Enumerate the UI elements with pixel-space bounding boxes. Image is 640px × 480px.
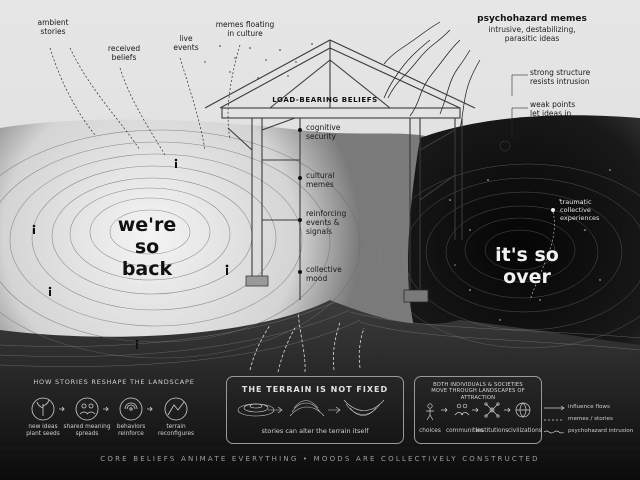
lowland-terrain (0, 300, 640, 480)
legend-influence-flows: influence flows (568, 404, 610, 410)
trauma-path (529, 211, 555, 301)
strong-structure-note: strong structure resists intrusion (530, 68, 591, 86)
attractor-civilizations: civilizations (508, 428, 542, 434)
reinforcing-events-label: reinforcing events & signals (306, 209, 347, 236)
upward-influence-arrows (249, 311, 365, 373)
callout-lines (511, 74, 528, 138)
terrain-mini-landscapes (237, 399, 385, 417)
structure-checkpoints (298, 128, 302, 274)
terrain-not-fixed-title: THE TERRAIN IS NOT FIXED (241, 385, 389, 394)
legend-psychohazard-intrusion: psychohazard intrusion (568, 428, 634, 434)
influence-flows (49, 44, 241, 156)
ambient-stories-label: ambient stories (37, 18, 69, 36)
attraction-title: BOTH INDIVIDUALS & SOCIETIES MOVE THROUG… (431, 382, 525, 401)
memes-floating-label: memes floating in culture (215, 20, 275, 38)
psychohazard-description: intrusive, destabilizing, parasitic idea… (488, 25, 576, 43)
trauma-marker (551, 208, 555, 212)
dark-contours (379, 163, 640, 349)
footer-tagline: CORE BELIEFS ANIMATE EVERYTHING • MOODS … (100, 455, 540, 463)
dark-sparkles (449, 169, 611, 321)
how-step-2: shared meaning spreads (63, 424, 111, 437)
how-step-3: behaviors reinforce (116, 424, 146, 437)
legend-memes-stories: memes / stories (568, 416, 613, 422)
so-back-mood-label: we're so back (117, 214, 177, 280)
collective-mood-label: collective mood (306, 265, 342, 283)
weak-points-note: weak points let ideas in (530, 100, 576, 118)
cultural-memes-label: cultural memes (306, 171, 335, 189)
terrain-caption: stories can alter the terrain itself (261, 427, 369, 435)
attractor-icons (426, 402, 531, 421)
cognitive-security-label: cognitive security (306, 123, 341, 141)
attractor-choices: choices (419, 428, 441, 434)
how-step-icons (31, 397, 188, 421)
live-events-label: live events (173, 34, 199, 52)
floating-meme-dots (204, 43, 313, 79)
load-bearing-beliefs-label: LOAD-BEARING BELIEFS (272, 96, 378, 104)
attractor-institutions: institutions (476, 428, 509, 434)
load-bearing-structure (204, 39, 476, 300)
flow-lines (0, 299, 640, 367)
so-over-mood-label: it's so over (495, 244, 559, 288)
dark-terrain (408, 115, 640, 370)
terrain-not-fixed-panel: THE TERRAIN IS NOT FIXED stories can alt… (226, 376, 404, 444)
received-beliefs-label: received beliefs (107, 44, 141, 62)
how-step-4: terrain reconfigures (157, 424, 195, 437)
how-step-arrows (59, 406, 153, 412)
psychohazard-title: psychohazard memes (477, 14, 587, 24)
left-foundation-block (245, 275, 269, 287)
how-step-1: new ideas plant seeds (26, 424, 60, 437)
legend-marks (543, 405, 565, 434)
attractor-communities: communities (446, 428, 484, 434)
landscapes-of-attraction-panel: BOTH INDIVIDUALS & SOCIETIES MOVE THROUG… (414, 376, 542, 444)
how-stories-title: HOW STORIES RESHAPE THE LANDSCAPE (33, 378, 195, 386)
right-foundation-block (403, 289, 429, 303)
traumatic-experiences-note: traumatic collective experiences (560, 198, 600, 222)
people-silhouettes (32, 158, 229, 349)
psychohazard-arrows (383, 21, 481, 131)
weak-point-marker (499, 140, 511, 152)
